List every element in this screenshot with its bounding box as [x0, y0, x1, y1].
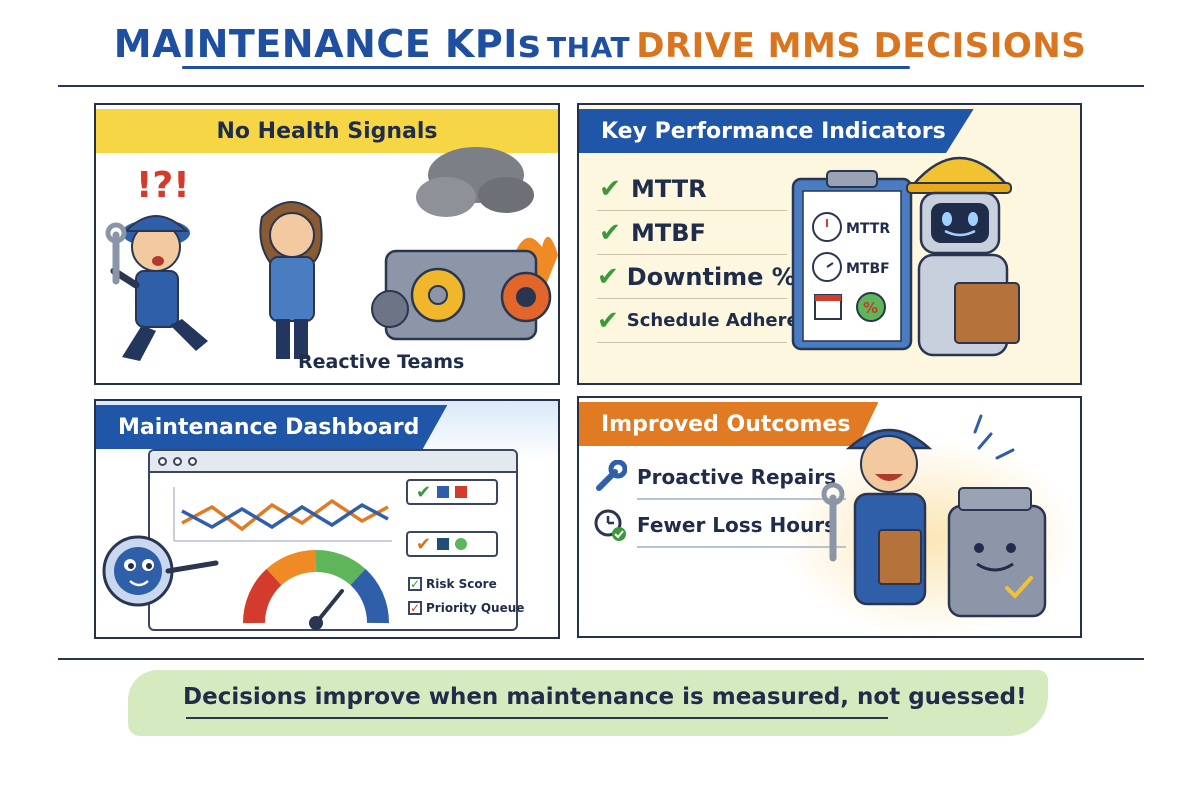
top-divider — [58, 85, 1144, 87]
reactive-teams-caption: Reactive Teams — [298, 351, 465, 373]
clipboard-icon: MTTR MTBF % — [791, 170, 913, 351]
reactive-teams-illustration: !?! — [105, 147, 558, 361]
panel-heading: Maintenance Dashboard — [96, 405, 448, 449]
clipboard-mtbf: MTBF — [846, 261, 890, 277]
panel-outcomes: Improved Outcomes Proactive Repairs Fewe… — [577, 396, 1082, 638]
status-widget-2: ✔ — [406, 531, 498, 557]
clipboard-mttr: MTTR — [846, 221, 890, 237]
kpi-item-downtime: ✔ Downtime % — [597, 255, 796, 299]
kpi-label: MTTR — [631, 174, 707, 203]
title-part-3: DRIVE MMS DECISIONS — [636, 26, 1087, 66]
footer-tagline: Decisions improve when maintenance is me… — [183, 684, 1027, 710]
robot-icon — [906, 156, 1020, 357]
status-widget-1: ✔ — [406, 479, 498, 505]
blue-swatch — [437, 486, 450, 498]
clipboard-percent: % — [863, 299, 878, 317]
teal-swatch — [437, 538, 450, 550]
checkbox: ✓ — [408, 601, 422, 615]
kpi-label: Schedule Adherence — [626, 310, 835, 331]
panel-dashboard: Maintenance Dashboard — [94, 399, 560, 639]
kpi-list: ✔ MTTR ✔ MTBF ✔ Downtime % ✔ Schedule Ad… — [597, 167, 834, 343]
magnifier-mascot-icon — [102, 535, 219, 607]
panel-heading: Improved Outcomes — [579, 402, 879, 446]
green-swatch — [455, 538, 468, 550]
happy-worker-illustration — [821, 414, 1047, 618]
checklist-label: Risk Score — [426, 577, 497, 591]
outcome-proactive-repairs: Proactive Repairs — [593, 460, 846, 500]
checkbox: ✓ — [408, 577, 422, 591]
title-underline — [182, 66, 910, 69]
checklist-priority-queue: ✓ Priority Queue — [408, 601, 524, 615]
wrench-icon — [596, 460, 627, 491]
bottom-divider — [58, 658, 1144, 660]
dashboard-visuals — [102, 487, 392, 630]
kpi-label: Downtime % — [626, 262, 796, 291]
kpi-item-mttr: ✔ MTTR — [597, 167, 787, 211]
panel-heading: Key Performance Indicators — [579, 109, 974, 153]
outcome-label: Fewer Loss Hours — [637, 513, 837, 537]
check-icon: ✔ — [416, 481, 432, 503]
gauge-icon — [242, 549, 390, 630]
window-dot — [158, 456, 167, 466]
window-dot — [188, 456, 197, 466]
robot-with-clipboard-illustration: MTTR MTBF % — [791, 156, 1020, 357]
footer-highlight — [128, 670, 1048, 736]
smoking-machine-icon — [371, 147, 558, 341]
checklist-label: Priority Queue — [426, 601, 525, 615]
machine-icon — [947, 487, 1047, 618]
panel-no-health-signals: No Health Signals !?! — [94, 103, 560, 385]
trend-chart — [173, 487, 392, 542]
worried-worker-icon — [259, 201, 323, 359]
check-icon: ✔ — [599, 217, 621, 248]
kpi-label: MTBF — [631, 218, 706, 247]
red-swatch — [455, 486, 468, 498]
window-titlebar — [150, 451, 516, 473]
happy-worker-icon — [821, 414, 1015, 606]
outcome-underline — [637, 546, 847, 548]
outcome-underline — [637, 498, 846, 500]
check-icon: ✔ — [416, 533, 432, 555]
check-icon: ✔ — [599, 173, 621, 204]
check-icon: ✔ — [597, 261, 619, 292]
checklist-risk-score: ✓ Risk Score — [408, 577, 497, 591]
kpi-item-mtbf: ✔ MTBF — [597, 211, 787, 255]
check-icon: ✔ — [597, 305, 619, 336]
window-dot — [173, 456, 182, 466]
panel-heading: No Health Signals — [96, 109, 558, 153]
outcome-label: Proactive Repairs — [637, 465, 836, 489]
clock-icon — [594, 509, 626, 541]
footer-underline — [186, 717, 888, 719]
exclaim-marks: !?! — [136, 165, 190, 206]
panicked-worker-icon — [105, 215, 208, 361]
kpi-item-schedule-adherence: ✔ Schedule Adherence — [597, 299, 834, 343]
outcome-fewer-loss-hours: Fewer Loss Hours — [593, 508, 847, 548]
title-part-1: MAINTENANCE KPIs — [113, 22, 541, 66]
title-part-2: THAT — [547, 31, 631, 64]
page-title: MAINTENANCE KPIs THAT DRIVE MMS DECISION… — [0, 22, 1200, 66]
panel-kpis: Key Performance Indicators ✔ MTTR ✔ MTBF… — [577, 103, 1082, 385]
